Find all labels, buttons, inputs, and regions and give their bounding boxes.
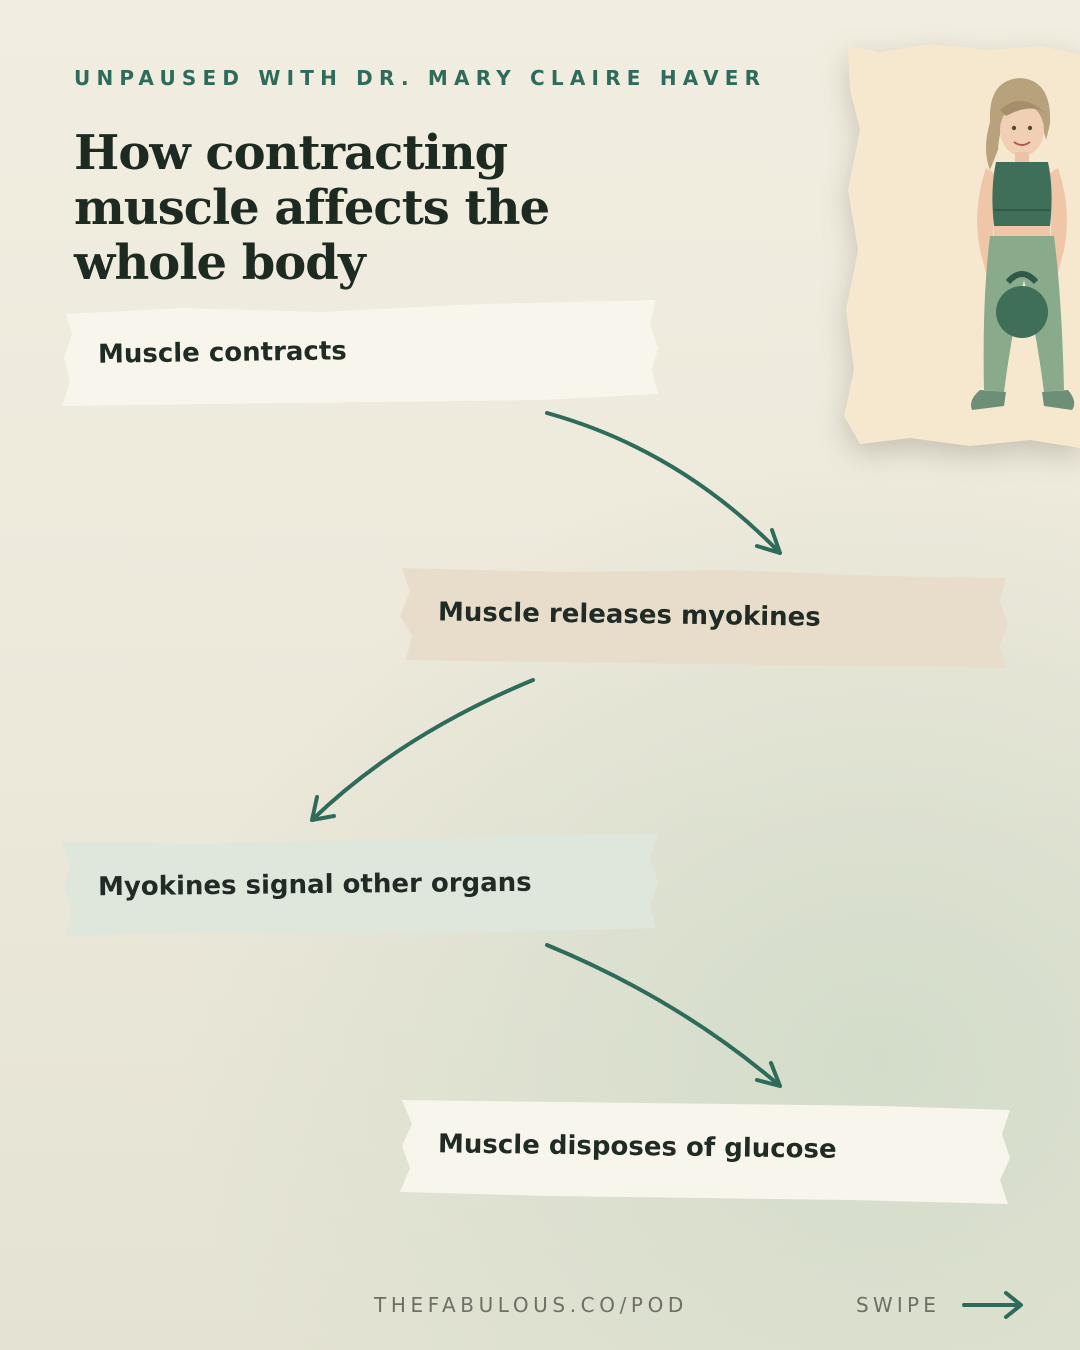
tape-fill-3: [62, 834, 658, 936]
tape-strip-2: [400, 568, 1008, 668]
page-title: How contracting muscle affects the whole…: [74, 125, 550, 291]
footer-url[interactable]: THEFABULOUS.CO/POD: [374, 1293, 688, 1317]
swipe-label[interactable]: SWIPE: [856, 1293, 941, 1317]
arrow-right-icon[interactable]: [962, 1290, 1026, 1320]
arrow-2-head-icon: [310, 795, 336, 822]
arrow-1-head-icon: [755, 528, 782, 555]
flow-step-label: Muscle releases myokines: [437, 597, 821, 633]
flow-step-label: Muscle disposes of glucose: [437, 1129, 837, 1165]
flow-step-2: Muscle releases myokines: [400, 566, 1010, 672]
arrow-1-icon: [545, 411, 782, 555]
flow-step-3: Myokines signal other organs: [62, 832, 660, 938]
arrow-3-head-icon: [755, 1061, 782, 1088]
tape-fill-2: [400, 568, 1008, 668]
tape-fill-1: [62, 300, 658, 406]
flow-step-label: Muscle contracts: [97, 336, 347, 370]
tape-strip-3: [62, 834, 658, 936]
flow-step-label: Myokines signal other organs: [97, 867, 532, 903]
woman-kettlebell-illustration-icon: [840, 40, 1080, 460]
tape-strip-1: [62, 300, 658, 406]
tape-fill-4: [400, 1100, 1010, 1204]
kicker: UNPAUSED WITH DR. MARY CLAIRE HAVER: [74, 66, 767, 90]
flow-step-4: Muscle disposes of glucose: [400, 1098, 1012, 1206]
arrow-3-icon: [545, 943, 782, 1088]
tape-strip-4: [400, 1100, 1010, 1204]
flow-step-1: Muscle contracts: [62, 300, 660, 410]
arrow-2-icon: [310, 678, 535, 822]
